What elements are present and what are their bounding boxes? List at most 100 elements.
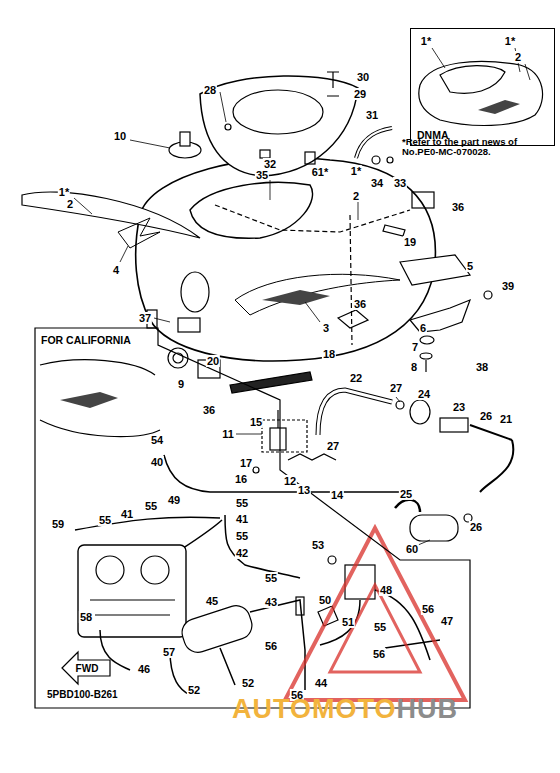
fuel-cock-parts (288, 454, 336, 460)
callout-number: 14 (330, 489, 344, 501)
callout-number: 19 (403, 236, 417, 248)
callout-number: 57 (162, 646, 176, 658)
box-title: FOR CALIFORNIA (41, 334, 131, 346)
callout-number: 55 (235, 497, 249, 509)
callout-number: 37 (138, 312, 152, 324)
clamp (395, 500, 420, 512)
callout-number: 55 (264, 572, 278, 584)
callout-number: 20 (206, 355, 220, 367)
callout-number: 4 (112, 264, 120, 276)
callout-number: 26 (469, 521, 483, 533)
callout-number: 5 (466, 260, 474, 272)
callout-number: 52 (187, 684, 201, 696)
callout-number: 50 (318, 594, 332, 606)
callout-number: 22 (349, 372, 363, 384)
fuel-hose (318, 390, 392, 435)
callout-number: 36 (202, 404, 216, 416)
callout-number: 34 (370, 177, 384, 189)
side-panel (22, 192, 200, 238)
filler-neck (181, 272, 209, 312)
callout-number: 1* (350, 165, 362, 177)
callout-number: 56 (421, 603, 435, 615)
callout-number: 1* (504, 35, 516, 47)
drain-hose (100, 630, 190, 695)
callout-number: 35 (255, 169, 269, 181)
fuel-cock-body (270, 428, 286, 450)
callout-number: 55 (373, 621, 387, 633)
callout-number: 38 (475, 361, 489, 373)
cover-window (233, 90, 323, 134)
tank-dash-line (350, 215, 352, 345)
fuel-filter-cap (410, 400, 430, 424)
fuel-hose (470, 425, 513, 492)
fuel-filter (440, 418, 468, 432)
callout-number: 18 (322, 348, 336, 360)
damper (178, 318, 200, 332)
callout-number: 49 (167, 494, 181, 506)
callout-number: 36 (451, 201, 465, 213)
bracket (400, 255, 470, 285)
callout-number: 45 (205, 595, 219, 607)
carb-body (90, 600, 175, 615)
inset-cover (440, 66, 505, 94)
callout-number: 3 (322, 322, 330, 334)
screw (253, 467, 259, 473)
callout-number: 24 (417, 388, 431, 400)
callout-number: 7 (411, 341, 419, 353)
note-text: *Refer to the part news of No.PE0-MC-070… (402, 137, 552, 158)
washer (420, 353, 432, 359)
pad (383, 225, 405, 236)
drawing-code: FWD (76, 663, 99, 674)
callout-number: 6 (419, 322, 427, 334)
callout-number: 40 (150, 456, 164, 468)
drawing-code: 5PBD100-B261 (47, 689, 118, 700)
callout-number: 48 (379, 584, 393, 596)
callout-number: 42 (235, 547, 249, 559)
carb-bore (96, 556, 124, 584)
vent-hose (75, 517, 220, 530)
callout-number: 53 (311, 539, 325, 551)
tank-recess (190, 182, 313, 238)
fuel-cock-pipe (277, 410, 278, 428)
tank-stripe (235, 274, 400, 315)
leader-line (74, 92, 430, 545)
callout-number: 46 (137, 663, 151, 675)
callout-number: 31 (365, 109, 379, 121)
breather-hose (356, 128, 392, 158)
leader-line (432, 48, 530, 80)
callout-number: 55 (144, 500, 158, 512)
cover-screw (225, 124, 231, 130)
callout-number: 21 (499, 413, 513, 425)
callout-number: 27 (389, 382, 403, 394)
fuel-tank (136, 158, 436, 361)
callout-number: 8 (410, 361, 418, 373)
callout-number: 36 (353, 298, 367, 310)
bolt-head (484, 291, 492, 299)
callout-number: 28 (203, 84, 217, 96)
fuel-cock (262, 420, 307, 452)
vent-hose (164, 455, 410, 492)
callout-number: 39 (501, 280, 515, 292)
callout-number: 12 (283, 475, 297, 487)
callout-number: 55 (235, 530, 249, 542)
bolt (327, 72, 339, 96)
callout-number: 9 (177, 378, 185, 390)
callout-number: 1* (420, 35, 432, 47)
callout-number: 2 (514, 51, 522, 63)
callout-number: 11 (221, 428, 235, 440)
bolt (425, 360, 426, 372)
grommet (305, 152, 315, 164)
tank-dash-line (215, 205, 410, 232)
callout-number: 26 (479, 410, 493, 422)
callout-number: 43 (264, 596, 278, 608)
callout-number: 17 (239, 457, 253, 469)
watermark-text: HUB (397, 694, 459, 725)
california-emblem (60, 392, 118, 408)
watermark-triangle (285, 528, 465, 700)
callout-number: 2 (66, 198, 74, 210)
callout-number: 41 (120, 508, 134, 520)
callout-number: 44 (314, 677, 328, 689)
fuel-pump (410, 515, 458, 541)
carb-bore (141, 556, 169, 584)
watermark-text: MOTO (312, 694, 397, 725)
